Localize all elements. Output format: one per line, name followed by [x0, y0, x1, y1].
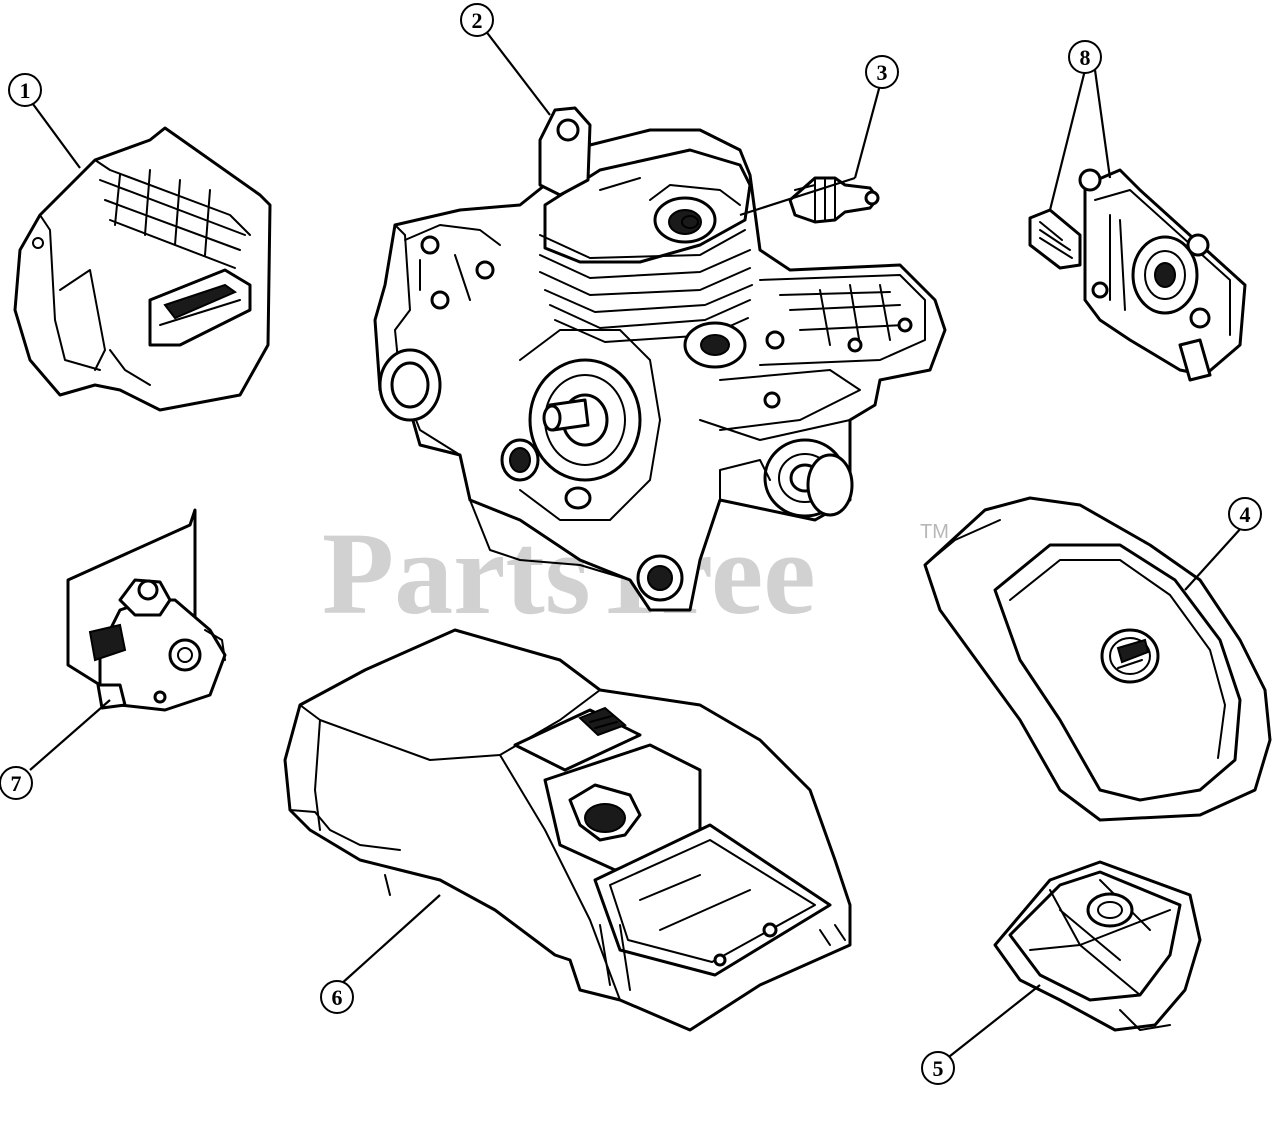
- callout-1: 1: [8, 73, 42, 107]
- leader-3b: [739, 176, 856, 217]
- part-2-engine-crankcase[interactable]: [373, 106, 947, 612]
- callout-5: 5: [921, 1051, 955, 1085]
- leader-8b: [1093, 69, 1112, 179]
- callout-6: 6: [320, 980, 354, 1014]
- callout-8-label: 8: [1080, 45, 1091, 70]
- callout-8: 8: [1068, 40, 1102, 74]
- part-3-spark-plug[interactable]: [788, 176, 880, 224]
- part-1-muffler[interactable]: [13, 126, 272, 412]
- callout-5-label: 5: [933, 1056, 944, 1081]
- part-4-air-filter-cover[interactable]: [923, 496, 1272, 822]
- callout-7-label: 7: [11, 771, 22, 796]
- part-6-top-cover[interactable]: [283, 628, 852, 1032]
- leader-lines: [29, 29, 1243, 1061]
- leader-7: [29, 699, 111, 771]
- leader-5: [944, 984, 1041, 1061]
- callout-2-label: 2: [472, 8, 483, 33]
- part-5-air-filter[interactable]: [993, 860, 1202, 1032]
- leader-3: [853, 84, 882, 179]
- callout-3-label: 3: [877, 60, 888, 85]
- part-7-carburetor[interactable]: [66, 508, 227, 712]
- leader-8a: [1048, 69, 1087, 211]
- leader-1: [29, 99, 81, 169]
- watermark-trademark: TM: [920, 521, 949, 543]
- callout-7: 7: [0, 766, 33, 800]
- leader-2: [484, 29, 551, 116]
- callout-6-label: 6: [332, 985, 343, 1010]
- callout-2: 2: [460, 3, 494, 37]
- leader-6: [339, 894, 441, 986]
- callout-4: 4: [1228, 497, 1262, 531]
- callout-3: 3: [865, 55, 899, 89]
- callout-1-label: 1: [20, 78, 31, 103]
- leader-4: [1184, 526, 1243, 591]
- callout-4-label: 4: [1240, 502, 1251, 527]
- part-8-oil-pump-bracket[interactable]: [1028, 168, 1247, 382]
